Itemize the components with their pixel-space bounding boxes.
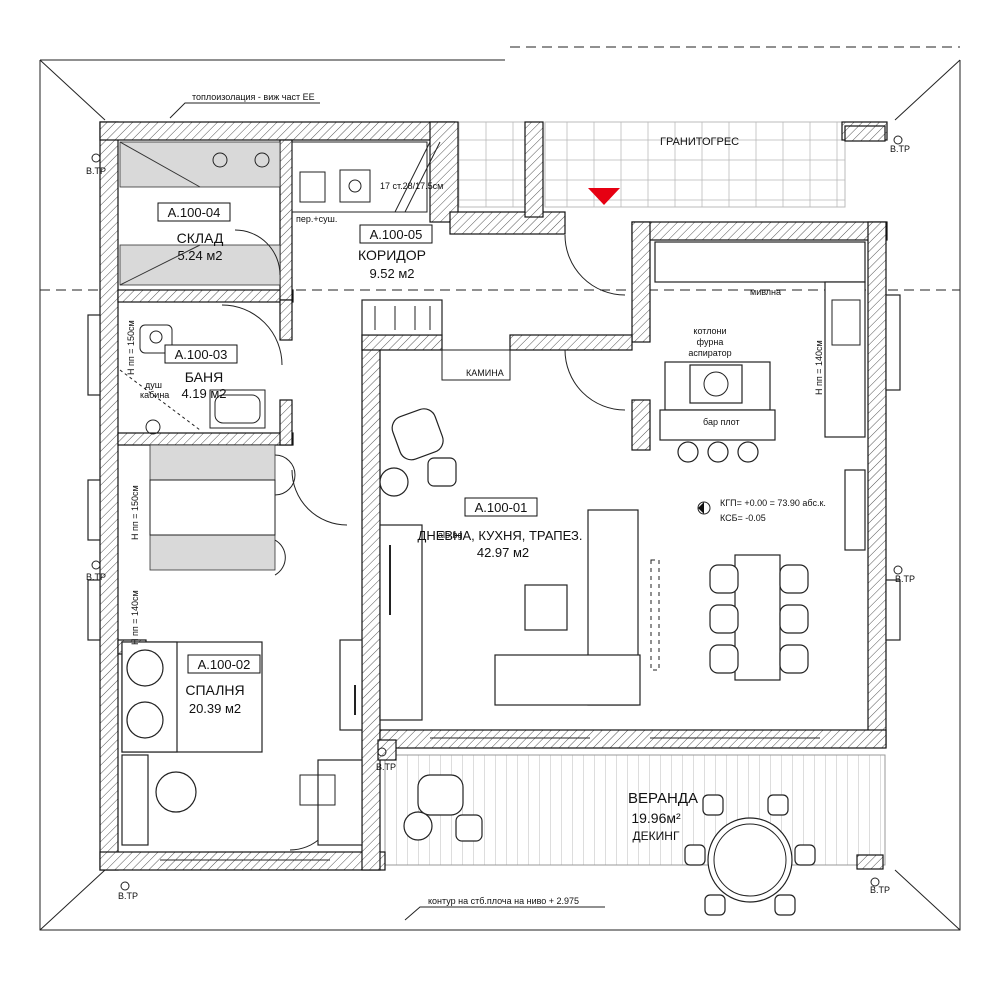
columns [377,125,886,870]
room-tag-storage: А.100-04 СКЛАД 5.24 м2 [157,202,231,263]
slab-note: контур на стб.плоча на ниво + 2.975 [404,896,605,921]
fireplace: КАМИНА [441,349,511,381]
svg-text:В.ТР: В.ТР [86,166,106,176]
room-tag-veranda: ВЕРАНДА 19.96м² ДЕКИНГ [628,790,698,843]
svg-text:В.ТР: В.ТР [895,574,915,584]
watermark: alo.bg [438,530,463,540]
dining-chairs [709,564,809,674]
veranda-furniture [403,774,816,916]
svg-text:КСБ= -0.05: КСБ= -0.05 [720,513,766,523]
bar-label: бар плот [703,417,740,427]
svg-text:В.ТР: В.ТР [118,891,138,901]
svg-text:А.100-05: А.100-05 [370,227,423,242]
sill-height-closet: H пп = 150см [130,485,140,540]
room-name-bath: БАНЯ [185,369,223,385]
sill-height-bedroom: H пп = 140см [130,590,140,645]
elevation-marks: КГП= +0.00 = 73.90 абс.к. КСБ= -0.05 [697,498,826,523]
svg-text:фурна: фурна [697,337,724,347]
room-tag-living: А.100-01 ДНЕВНА, КУХНЯ, ТРАПЕЗ. 42.97 м2… [418,497,583,560]
bedroom-furniture [121,639,363,846]
room-area-bedroom: 20.39 м2 [189,701,241,716]
svg-text:котлони: котлони [693,326,726,336]
roof-outline [39,46,961,931]
svg-text:А.100-03: А.100-03 [175,347,228,362]
room-area-bath: 4.19 м2 [181,386,226,401]
room-name-bedroom: СПАЛНЯ [185,682,244,698]
svg-text:А.100-04: А.100-04 [168,205,221,220]
paving-label: ГРАНИТОГРЕС [660,136,739,148]
svg-text:аспиратор: аспиратор [688,348,731,358]
storage-shelves [119,141,281,286]
room-tag-corridor: А.100-05 КОРИДОР 9.52 м2 [358,224,433,281]
entrance-marker [588,188,620,205]
dining-table [709,554,809,681]
dryer-note: пер.+суш. [296,214,337,224]
svg-text:В.ТР: В.ТР [870,885,890,895]
svg-text:В.ТР: В.ТР [890,144,910,154]
room-area-living: 42.97 м2 [477,545,529,560]
room-area-storage: 5.24 м2 [177,248,222,263]
sill-height-kitchen: H пп = 140см [814,340,824,395]
drain-labels: В.ТР В.ТР В.ТР В.ТР В.ТР В.ТР В.ТР [86,135,915,901]
svg-text:А.100-01: А.100-01 [475,500,528,515]
stairs: 17 ст.28/17.5см пер.+суш. [291,141,443,224]
room-name-living: ДНЕВНА, КУХНЯ, ТРАПЕЗ. [418,528,583,543]
room-name-corridor: КОРИДОР [358,247,426,263]
entrance-paving [544,121,846,208]
room-area-corridor: 9.52 м2 [369,266,414,281]
svg-text:КГП= +0.00 = 73.90 абс.к.: КГП= +0.00 = 73.90 абс.к. [720,498,826,508]
closet [149,444,296,576]
room-name-veranda: ВЕРАНДА [628,790,698,807]
svg-text:В.ТР: В.ТР [376,762,396,772]
room-name-storage: СКЛАД [177,230,224,246]
svg-text:топлоизолация - виж част ЕЕ: топлоизолация - виж част ЕЕ [192,92,315,102]
bathroom-fixtures: душ кабина [119,324,266,435]
veranda-finish: ДЕКИНГ [633,829,680,843]
insulation-note: топлоизолация - виж част ЕЕ [169,92,320,119]
armchairs [379,408,457,497]
svg-text:контур на стб.плоча на ниво +: контур на стб.плоча на ниво + 2.975 [428,896,579,906]
room-tag-bedroom: А.100-02 СПАЛНЯ 20.39 м2 [185,654,261,716]
sofa [494,509,660,706]
walls [99,121,888,871]
wardrobe-corridor [361,299,443,336]
sill-height-bath: H пп = 150см [126,320,136,375]
svg-text:КАМИНА: КАМИНА [466,368,504,378]
svg-text:А.100-02: А.100-02 [198,657,251,672]
windows [87,294,901,861]
stairs-label: 17 ст.28/17.5см [380,181,443,191]
svg-text:кабина: кабина [140,390,169,400]
kitchen: мивлна котлони фурна аспиратор бар плот [654,241,866,551]
tv-unit [379,524,423,721]
sink-label: мивлна [750,287,781,297]
svg-text:В.ТР: В.ТР [86,572,106,582]
room-tag-bath: А.100-03 БАНЯ 4.19 м2 [164,344,238,401]
room-area-veranda: 19.96м² [631,810,681,826]
svg-text:душ: душ [145,380,162,390]
